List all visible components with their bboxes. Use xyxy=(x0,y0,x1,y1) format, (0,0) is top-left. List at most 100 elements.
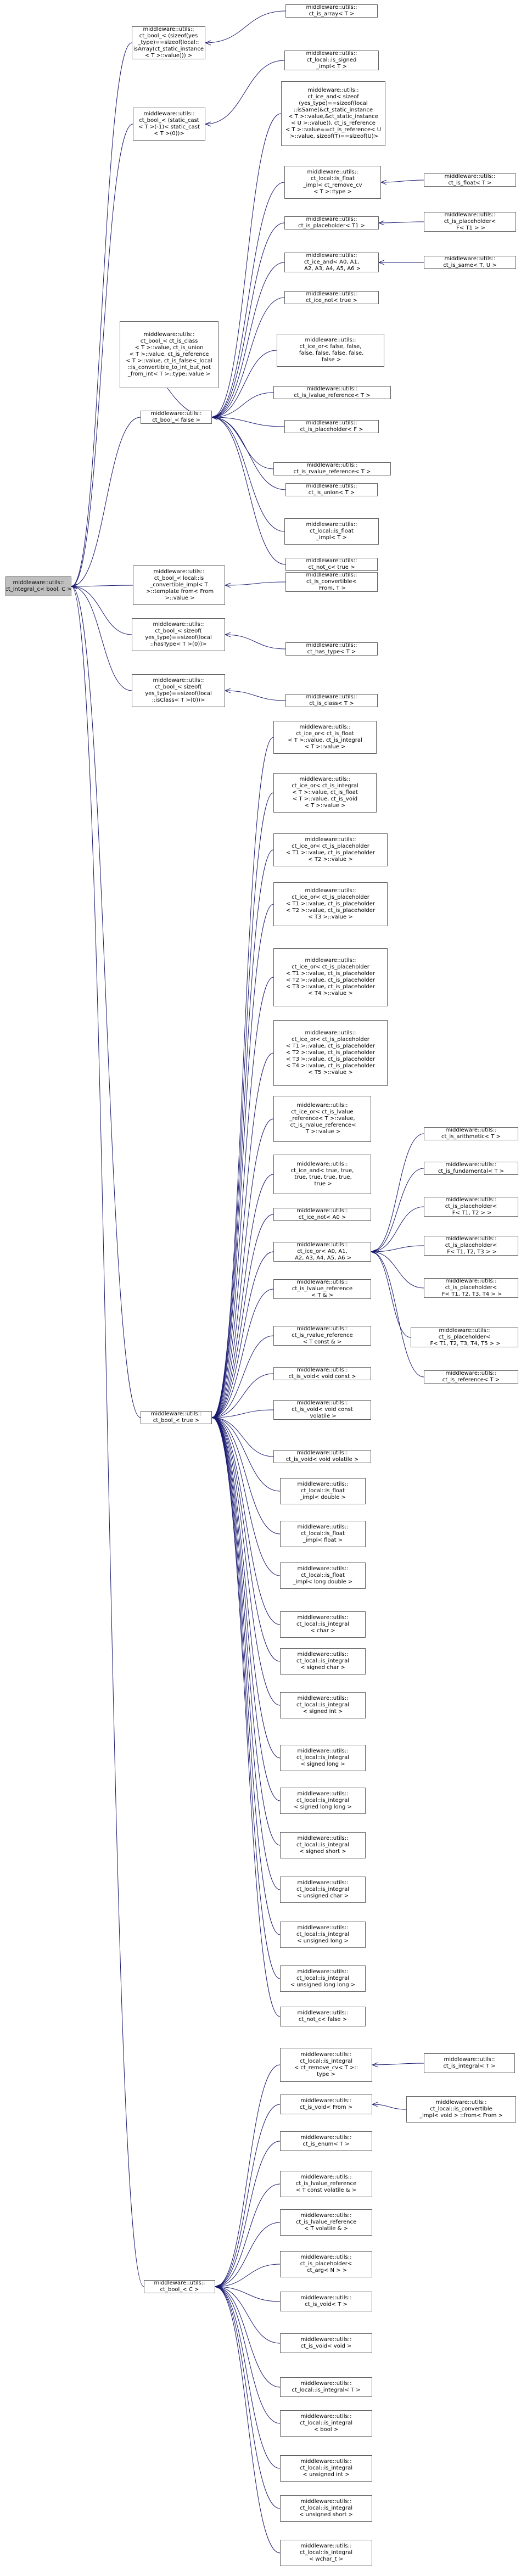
class-node-f_rvalref[interactable]: middleware::utils:: ct_is_rvalue_referen… xyxy=(273,462,391,475)
class-node-t4[interactable]: middleware::utils:: ct_ice_or< ct_is_pla… xyxy=(273,882,388,926)
class-node-f_and[interactable]: middleware::utils:: ct_ice_and< sizeof (… xyxy=(281,81,385,146)
class-node-c2r[interactable]: middleware::utils:: ct_local::is_convert… xyxy=(406,2096,516,2123)
class-node-cbtrue[interactable]: middleware::utils:: ct_bool_< true > xyxy=(141,1411,212,1424)
class-node-c7[interactable]: middleware::utils:: ct_is_void< T > xyxy=(280,2292,372,2311)
edge-c9-to-cbc xyxy=(215,2287,281,2388)
class-node-cbclass[interactable]: middleware::utils:: ct_bool_< sizeof( ye… xyxy=(132,674,225,707)
class-node-cb2[interactable]: middleware::utils:: ct_bool_< (static_ca… xyxy=(133,108,205,141)
class-node-c2[interactable]: middleware::utils:: ct_is_void< From > xyxy=(280,2095,372,2114)
class-node-t1[interactable]: middleware::utils:: ct_ice_or< ct_is_flo… xyxy=(273,721,377,754)
class-node-t22[interactable]: middleware::utils:: ct_local::is_integra… xyxy=(280,1745,366,1771)
class-node-c10[interactable]: middleware::utils:: ct_local::is_integra… xyxy=(280,2410,372,2437)
edge-t26-to-cbtrue xyxy=(212,1418,281,1935)
class-node-f_lfloat[interactable]: middleware::utils:: ct_local::is_float _… xyxy=(284,518,379,545)
class-node-t19[interactable]: middleware::utils:: ct_local::is_integra… xyxy=(280,1611,366,1638)
class-node-cbfalse[interactable]: middleware::utils:: ct_bool_< false > xyxy=(141,411,212,424)
class-node-f_ice_and6[interactable]: middleware::utils:: ct_ice_and< A0, A1, … xyxy=(284,253,379,272)
edge-f_phF-to-cbfalse xyxy=(212,417,285,427)
class-node-t11[interactable]: middleware::utils:: ct_is_lvalue_referen… xyxy=(273,1279,371,1299)
edge-t5-to-cbtrue xyxy=(212,977,274,1418)
edge-t3-to-cbtrue xyxy=(212,849,274,1418)
edge-t25-to-cbtrue xyxy=(212,1418,281,1890)
class-node-f_float_impl[interactable]: middleware::utils:: ct_local::is_float _… xyxy=(284,166,381,199)
class-node-cb1[interactable]: middleware::utils:: ct_bool_< (sizeof(ye… xyxy=(132,26,205,59)
class-node-t6[interactable]: middleware::utils:: ct_ice_or< ct_is_pla… xyxy=(273,1020,388,1086)
edge-c2-to-cbc xyxy=(215,2104,281,2287)
class-node-r7[interactable]: middleware::utils:: ct_is_reference< T > xyxy=(424,1370,518,1384)
class-node-conv[interactable]: middleware::utils:: ct_is_convertible< F… xyxy=(285,572,378,592)
class-node-f_not[interactable]: middleware::utils:: ct_not_c< true > xyxy=(285,558,378,571)
class-node-l_signed[interactable]: middleware::utils:: ct_local::is_signed … xyxy=(284,51,379,70)
class-node-isclass[interactable]: middleware::utils:: ct_is_class< T > xyxy=(285,694,378,707)
edge-f_not-to-cbfalse xyxy=(212,417,286,565)
edge-f_ph1-to-cbfalse xyxy=(212,222,285,417)
class-node-r1[interactable]: middleware::utils:: ct_is_arithmetic< T … xyxy=(424,1127,518,1140)
class-node-f_ph1b[interactable]: middleware::utils:: ct_is_placeholder< F… xyxy=(424,212,516,232)
class-node-t18[interactable]: middleware::utils:: ct_local::is_float _… xyxy=(280,1563,366,1589)
edge-c13-to-cbc xyxy=(215,2287,281,2553)
class-node-c3[interactable]: middleware::utils:: ct_is_enum< T > xyxy=(280,2131,372,2151)
class-node-t7[interactable]: middleware::utils:: ct_ice_or< ct_is_lva… xyxy=(273,1096,371,1142)
class-node-f_ph1[interactable]: middleware::utils:: ct_is_placeholder< T… xyxy=(284,216,379,229)
class-node-f_ice_or_false[interactable]: middleware::utils:: ct_ice_or< false, fa… xyxy=(277,334,384,367)
class-node-c13[interactable]: middleware::utils:: ct_local::is_integra… xyxy=(280,2540,372,2566)
class-node-t14[interactable]: middleware::utils:: ct_is_void< void con… xyxy=(273,1400,371,1420)
class-node-t15[interactable]: middleware::utils:: ct_is_void< void vol… xyxy=(273,1450,371,1463)
edge-r7-to-t10 xyxy=(371,1252,424,1377)
class-node-c6[interactable]: middleware::utils:: ct_is_placeholder< c… xyxy=(280,2251,372,2277)
edge-cbhas-to-root xyxy=(71,586,132,635)
class-node-c5[interactable]: middleware::utils:: ct_is_lvalue_referen… xyxy=(280,2209,372,2236)
class-node-c12[interactable]: middleware::utils:: ct_local::is_integra… xyxy=(280,2495,372,2522)
class-node-t21[interactable]: middleware::utils:: ct_local::is_integra… xyxy=(280,1692,366,1718)
class-node-t13[interactable]: middleware::utils:: ct_is_void< void con… xyxy=(273,1367,371,1380)
class-node-t17[interactable]: middleware::utils:: ct_local::is_float _… xyxy=(280,1521,366,1547)
class-node-root[interactable]: middleware::utils:: ct_integral_c< bool,… xyxy=(5,576,71,596)
class-node-c1[interactable]: middleware::utils:: ct_local::is_integra… xyxy=(280,2048,372,2082)
class-node-f_isfloat[interactable]: middleware::utils:: ct_is_float< T > xyxy=(424,173,516,187)
class-node-t27[interactable]: middleware::utils:: ct_local::is_integra… xyxy=(280,1965,366,1992)
class-node-t3[interactable]: middleware::utils:: ct_ice_or< ct_is_pla… xyxy=(273,833,388,866)
class-node-t28[interactable]: middleware::utils:: ct_not_c< false > xyxy=(280,2007,366,2026)
edge-t7-to-cbtrue xyxy=(212,1118,274,1418)
class-node-t10[interactable]: middleware::utils:: ct_ice_or< A0, A1, A… xyxy=(273,1242,371,1262)
class-node-f_union[interactable]: middleware::utils:: ct_is_union< T > xyxy=(285,483,378,496)
class-node-r2[interactable]: middleware::utils:: ct_is_fundamental< T… xyxy=(424,1162,518,1175)
class-node-cbhas[interactable]: middleware::utils:: ct_bool_< sizeof( ye… xyxy=(132,618,225,651)
class-node-r3[interactable]: middleware::utils:: ct_is_placeholder< F… xyxy=(424,1197,518,1217)
class-node-cbc[interactable]: middleware::utils:: ct_bool_< C > xyxy=(144,2280,215,2293)
edge-c12-to-cbc xyxy=(215,2287,281,2509)
class-node-c1r[interactable]: middleware::utils:: ct_is_integral< T > xyxy=(424,2053,515,2073)
class-node-t16[interactable]: middleware::utils:: ct_local::is_float _… xyxy=(280,1478,366,1504)
class-node-cbconv[interactable]: middleware::utils:: ct_bool_< local::is … xyxy=(133,565,225,605)
edge-c2r-to-c2 xyxy=(372,2104,407,2110)
class-node-r5[interactable]: middleware::utils:: ct_is_placeholder< F… xyxy=(424,1278,518,1298)
edge-t24-to-cbtrue xyxy=(212,1418,281,1846)
class-node-c8[interactable]: middleware::utils:: ct_is_void< void > xyxy=(280,2333,372,2353)
class-node-t25[interactable]: middleware::utils:: ct_local::is_integra… xyxy=(280,1877,366,1903)
class-node-c4[interactable]: middleware::utils:: ct_is_lvalue_referen… xyxy=(280,2171,372,2197)
class-node-f_phF[interactable]: middleware::utils:: ct_is_placeholder< F… xyxy=(284,420,379,433)
class-node-f_lvalref[interactable]: middleware::utils:: ct_is_lvalue_referen… xyxy=(273,386,391,399)
class-node-t8[interactable]: middleware::utils:: ct_ice_and< true, tr… xyxy=(273,1155,371,1194)
edge-cbconv-to-root xyxy=(71,585,133,586)
class-node-f_icenot_true[interactable]: middleware::utils:: ct_ice_not< true > xyxy=(284,291,379,304)
class-node-f_issame[interactable]: middleware::utils:: ct_is_same< T, U > xyxy=(424,256,516,269)
class-node-l_isarray[interactable]: middleware::utils:: ct_is_array< T > xyxy=(285,4,378,18)
class-node-t23[interactable]: middleware::utils:: ct_local::is_integra… xyxy=(280,1788,366,1814)
class-node-t2[interactable]: middleware::utils:: ct_ice_or< ct_is_int… xyxy=(273,773,377,813)
class-node-t9[interactable]: middleware::utils:: ct_ice_not< A0 > xyxy=(273,1208,371,1221)
class-node-t12[interactable]: middleware::utils:: ct_is_rvalue_referen… xyxy=(273,1326,371,1346)
class-node-t20[interactable]: middleware::utils:: ct_local::is_integra… xyxy=(280,1648,366,1675)
class-node-t5[interactable]: middleware::utils:: ct_ice_or< ct_is_pla… xyxy=(273,948,388,1006)
class-node-f_bfalse_side[interactable]: middleware::utils:: ct_bool_< ct_is_clas… xyxy=(120,321,219,388)
class-node-r6[interactable]: middleware::utils:: ct_is_placeholder< F… xyxy=(411,1328,518,1347)
edge-t16-to-cbtrue xyxy=(212,1418,281,1492)
class-node-c9[interactable]: middleware::utils:: ct_local::is_integra… xyxy=(280,2377,372,2397)
class-node-t24[interactable]: middleware::utils:: ct_local::is_integra… xyxy=(280,1832,366,1858)
edge-c11-to-cbc xyxy=(215,2287,281,2469)
class-node-t26[interactable]: middleware::utils:: ct_local::is_integra… xyxy=(280,1922,366,1948)
class-node-hastype[interactable]: middleware::utils:: ct_has_type< T > xyxy=(285,642,378,656)
class-node-c11[interactable]: middleware::utils:: ct_local::is_integra… xyxy=(280,2455,372,2482)
class-node-r4[interactable]: middleware::utils:: ct_is_placeholder< F… xyxy=(424,1236,518,1256)
edge-f_rvalref-to-cbfalse xyxy=(212,417,274,469)
